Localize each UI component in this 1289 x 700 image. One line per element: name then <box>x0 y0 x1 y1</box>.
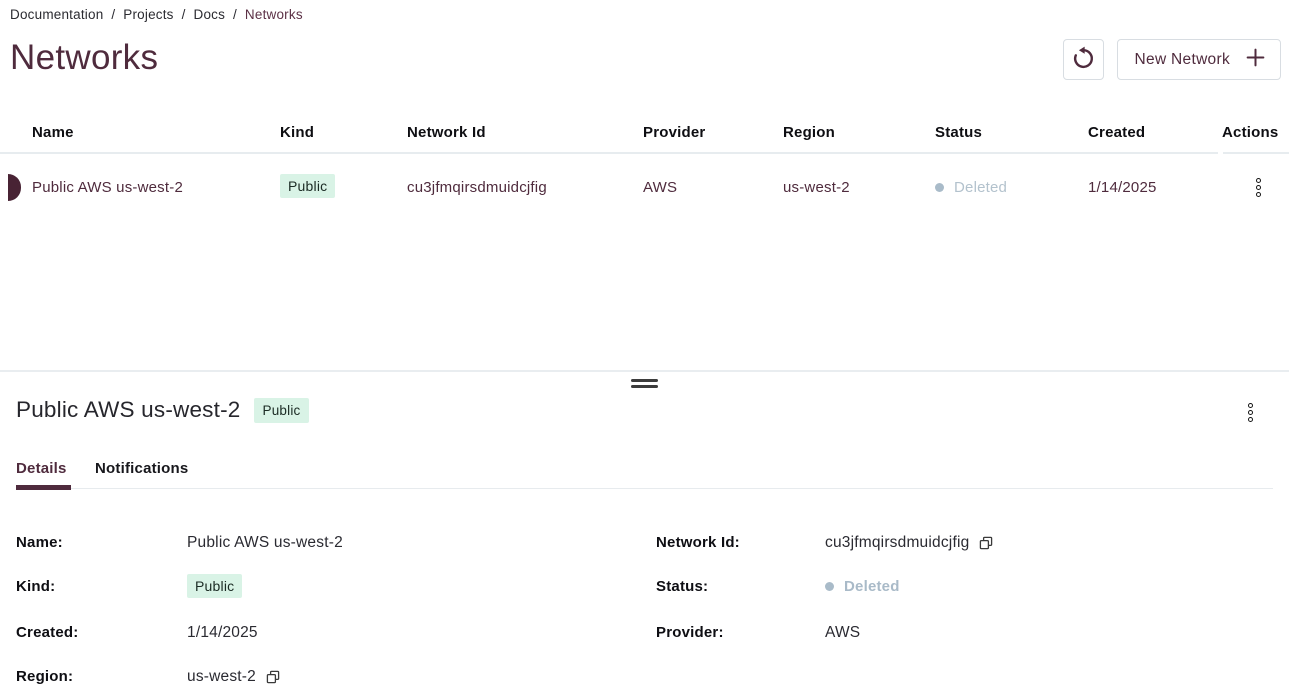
field-value-region: us-west-2 <box>187 668 280 686</box>
selected-row-indicator <box>8 174 21 201</box>
header-actions: New Network <box>1062 39 1281 80</box>
field-label-created: Created: <box>16 624 79 641</box>
panel-split-divider <box>0 370 1289 372</box>
column-header-network-id[interactable]: Network Id <box>407 124 486 141</box>
breadcrumb-separator: / <box>233 7 237 22</box>
refresh-icon <box>1071 45 1096 75</box>
breadcrumb-item-docs[interactable]: Docs <box>193 7 226 22</box>
active-tab-indicator <box>16 485 71 490</box>
breadcrumb-item-networks: Networks <box>244 7 303 22</box>
column-header-region[interactable]: Region <box>783 124 836 141</box>
copy-icon <box>266 670 280 684</box>
field-label-name: Name: <box>16 534 63 551</box>
field-label-provider: Provider: <box>656 624 724 641</box>
panel-kind-badge: Public <box>253 397 310 423</box>
panel-actions-menu-button[interactable] <box>1246 401 1255 424</box>
kebab-menu-icon <box>1256 178 1261 183</box>
copy-region-button[interactable] <box>266 670 280 684</box>
column-header-actions: Actions <box>1222 124 1279 141</box>
field-value-kind: Public <box>187 574 243 598</box>
column-header-created[interactable]: Created <box>1088 124 1146 141</box>
column-header-provider[interactable]: Provider <box>643 124 706 141</box>
kebab-menu-icon <box>1248 403 1253 408</box>
plus-icon <box>1245 47 1266 73</box>
table-header-divider <box>0 152 1218 154</box>
breadcrumb-item-documentation[interactable]: Documentation <box>10 7 104 22</box>
panel-title: Public AWS us-west-2 <box>16 397 241 422</box>
cell-status: Deleted <box>935 179 1007 196</box>
status-dot-icon <box>935 183 944 192</box>
cell-name[interactable]: Public AWS us-west-2 <box>32 179 183 196</box>
row-actions-menu-button[interactable] <box>1254 176 1263 199</box>
table-header-divider-actions <box>1223 152 1289 154</box>
field-value-created: 1/14/2025 <box>187 624 258 641</box>
panel-kind-value-badge: Public <box>187 574 243 598</box>
status-label: Deleted <box>954 179 1008 196</box>
copy-icon <box>980 536 993 550</box>
status-dot-icon <box>825 582 834 591</box>
cell-kind: Public <box>280 174 336 198</box>
breadcrumb-item-projects[interactable]: Projects <box>123 7 174 22</box>
copy-network-id-button[interactable] <box>979 536 993 550</box>
field-value-status: Deleted <box>825 578 900 595</box>
page-title: Networks <box>10 38 159 77</box>
cell-region: us-west-2 <box>783 179 850 196</box>
panel-header: Public AWS us-west-2 Public <box>16 397 310 423</box>
panel-status-label: Deleted <box>844 578 900 595</box>
tab-details[interactable]: Details <box>16 460 67 477</box>
field-label-kind: Kind: <box>16 578 56 595</box>
cell-provider: AWS <box>643 179 678 196</box>
field-value-network-id: cu3jfmqirsdmuidcjfig <box>825 534 993 552</box>
refresh-button[interactable] <box>1062 39 1104 80</box>
column-header-name[interactable]: Name <box>32 124 74 141</box>
region-value-text: us-west-2 <box>187 668 256 685</box>
breadcrumb: Documentation / Projects / Docs / Networ… <box>10 7 307 22</box>
kind-badge: Public <box>280 174 336 198</box>
column-header-kind[interactable]: Kind <box>280 124 315 141</box>
tab-baseline <box>16 488 1273 489</box>
panel-resize-handle[interactable] <box>631 379 658 388</box>
field-value-provider: AWS <box>825 624 861 641</box>
field-value-name: Public AWS us-west-2 <box>187 534 343 551</box>
field-label-region: Region: <box>16 668 74 685</box>
drag-handle-icon <box>631 379 658 382</box>
breadcrumb-separator: / <box>111 7 116 22</box>
cell-network-id: cu3jfmqirsdmuidcjfig <box>407 179 547 196</box>
breadcrumb-separator: / <box>181 7 186 22</box>
column-header-status[interactable]: Status <box>935 124 983 141</box>
tab-notifications[interactable]: Notifications <box>95 460 189 477</box>
new-network-button-label: New Network <box>1134 50 1230 68</box>
field-label-status: Status: <box>656 578 709 595</box>
cell-created: 1/14/2025 <box>1088 179 1157 196</box>
network-id-value-text: cu3jfmqirsdmuidcjfig <box>825 534 970 551</box>
field-label-network-id: Network Id: <box>656 534 740 551</box>
new-network-button[interactable]: New Network <box>1116 39 1281 80</box>
